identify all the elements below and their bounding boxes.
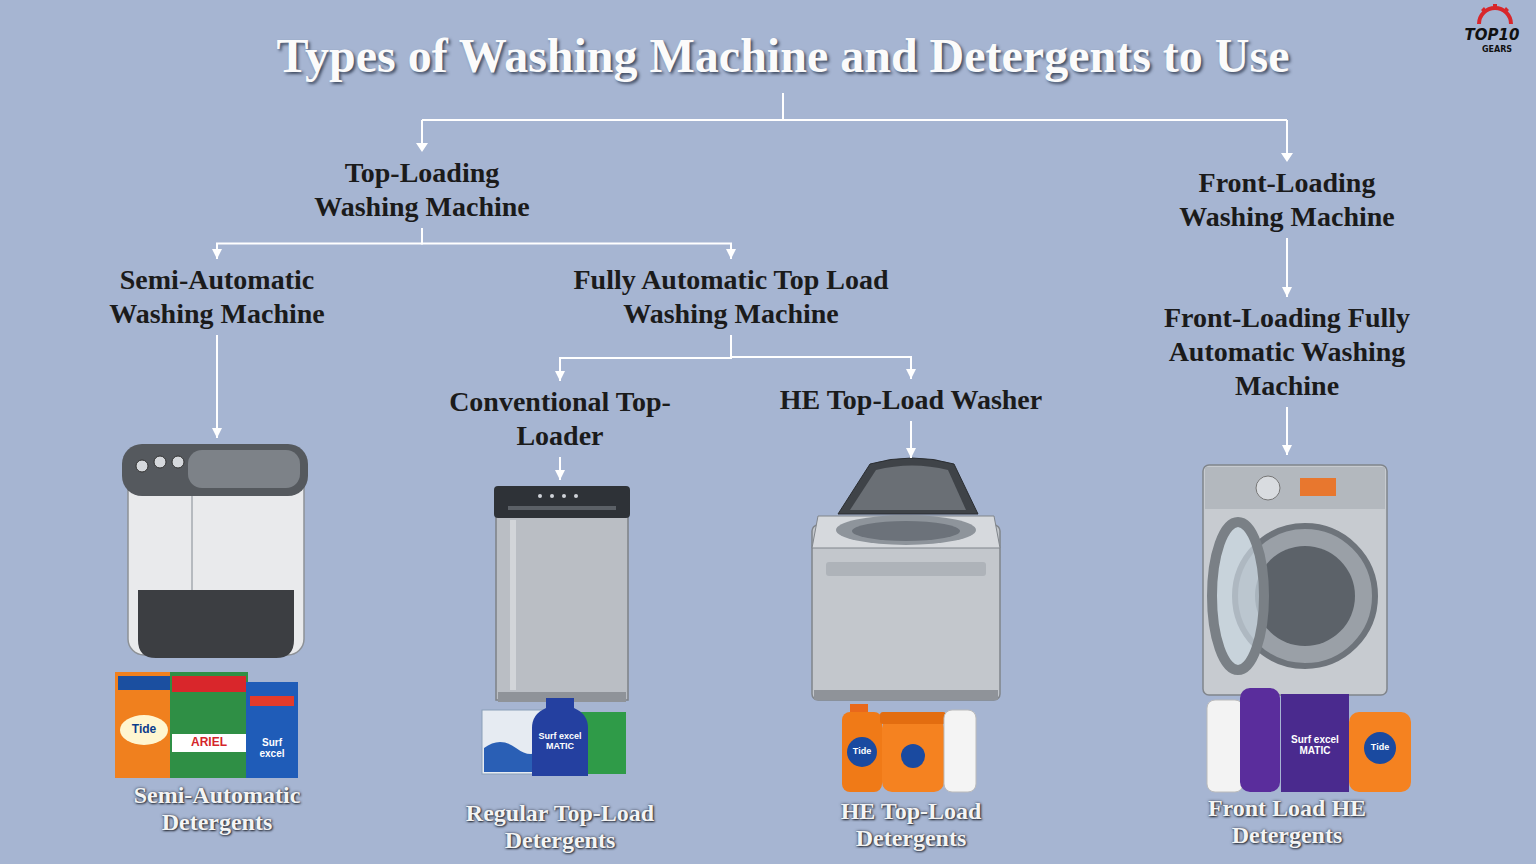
- category-label: Semi-Automatic Washing Machine: [93, 263, 341, 331]
- category-label: Fully Automatic Top Load Washing Machine: [537, 263, 925, 331]
- detergent-pack: [246, 682, 298, 778]
- machine-lid-panel: [188, 450, 300, 488]
- pack-logo-ground: [172, 734, 246, 752]
- machine-drum: [836, 515, 976, 545]
- tree-arrow: [217, 228, 422, 259]
- detergent-label: Front Load HE Detergents: [1166, 795, 1408, 849]
- category-label: HE Top-Load Washer: [747, 383, 1075, 417]
- detergent-group: HE Top-Load Detergents: [786, 458, 1036, 852]
- detergent-label: HE Top-Load Detergents: [790, 798, 1032, 852]
- category-label: Front-Loading Fully Automatic Washing Ma…: [1163, 301, 1411, 403]
- tree-arrow: [216, 335, 218, 438]
- tree-arrow: [1286, 238, 1288, 297]
- category-label: Conventional Top-Loader: [436, 385, 684, 453]
- machine-button: [550, 494, 554, 498]
- pack-logo-ground: [847, 737, 877, 767]
- logo-gear-teeth: [1481, 4, 1509, 13]
- machine-display: [1300, 478, 1336, 496]
- detergent-bottle: [1207, 700, 1243, 792]
- machine-drum: [1255, 546, 1355, 646]
- machine-open-lid: [838, 458, 978, 514]
- detergent-tub: [1349, 712, 1411, 792]
- brand-name: Surf excel MATIC: [535, 732, 585, 752]
- category-label: Front-Loading Washing Machine: [1163, 166, 1411, 234]
- machine-lid-window: [850, 466, 966, 511]
- detergent-pack: [115, 672, 173, 778]
- category-node: Front-Loading Fully Automatic Washing Ma…: [1157, 297, 1417, 407]
- machine-button: [538, 494, 542, 498]
- machine-highlight: [510, 520, 516, 690]
- machine-top-panel: [494, 486, 630, 518]
- machine-body: [496, 510, 628, 700]
- pack-band: [250, 696, 294, 706]
- title-branch-line: [422, 93, 1287, 156]
- tub-logo: [901, 744, 925, 768]
- tree-arrow: [910, 421, 912, 458]
- tree-arrow: [560, 335, 731, 381]
- machine-knob: [1256, 476, 1280, 500]
- category-node: Conventional Top-Loader: [430, 381, 690, 457]
- pack-band: [172, 676, 246, 692]
- machine-knob: [136, 460, 148, 472]
- machine-top-face: [812, 516, 1000, 548]
- tub-lid: [880, 712, 946, 724]
- brand-name: Tide: [1365, 743, 1395, 753]
- tree-arrow: [1286, 407, 1288, 455]
- detergent-label: Semi-Automatic Detergents: [96, 782, 338, 836]
- machine-base: [814, 690, 998, 700]
- brand-name: ARIEL: [173, 736, 245, 749]
- logo-text: TOP10: [1456, 27, 1528, 44]
- pack-band: [118, 676, 170, 690]
- brand-name: Tide: [122, 723, 166, 736]
- pack-logo-ground: [120, 715, 168, 745]
- machine-base: [138, 590, 294, 658]
- detergent-group: Front Load HE Detergents: [1162, 455, 1412, 849]
- logo-text: GEARS: [1472, 46, 1522, 55]
- detergent-bottle: [532, 698, 588, 776]
- title-branch-arrowhead: [416, 143, 1293, 162]
- detergent-pack: [170, 672, 248, 778]
- category-label: Top-Loading Washing Machine: [298, 156, 546, 224]
- machine-body: [1203, 465, 1387, 695]
- brand-name: Tide: [848, 747, 876, 757]
- category-node: Front-Loading Washing Machine: [1157, 162, 1417, 238]
- machine-button: [574, 494, 578, 498]
- detergent-group: Semi-Automatic Detergents: [92, 438, 342, 836]
- machine-button: [562, 494, 566, 498]
- category-node: Fully Automatic Top Load Washing Machine: [531, 259, 931, 335]
- machine-knob: [154, 456, 166, 468]
- machine-control-panel: [1205, 467, 1385, 509]
- brand-name: Surf excel MATIC: [1283, 734, 1347, 756]
- machine-drum-inner: [852, 521, 960, 541]
- pack-logo-ground: [1364, 732, 1396, 764]
- machine-control-panel: [826, 562, 986, 576]
- detergent-label: Regular Top-Load Detergents: [439, 800, 681, 854]
- detergent-tub: [882, 718, 944, 792]
- machine-body: [812, 525, 1000, 700]
- category-node: Top-Loading Washing Machine: [292, 152, 552, 228]
- tree-arrow: [731, 335, 911, 379]
- tree-arrow: [422, 228, 731, 259]
- detergent-bottle: [1240, 688, 1280, 792]
- detergent-group: Regular Top-Load Detergents: [435, 480, 685, 854]
- category-node: HE Top-Load Washer: [741, 379, 1081, 421]
- tree-arrow: [559, 457, 561, 480]
- brand-name: Surf excel: [249, 737, 295, 759]
- machine-lid: [122, 444, 308, 496]
- machine-knob: [172, 456, 184, 468]
- detergent-bottle: [842, 712, 882, 792]
- detergent-box: [1281, 694, 1349, 792]
- machine-open-door: [1212, 522, 1264, 670]
- category-node: Semi-Automatic Washing Machine: [87, 259, 347, 335]
- machine-lid-slit: [508, 506, 616, 510]
- detergent-bottle: [944, 710, 976, 792]
- diagram-title: Types of Washing Machine and Detergents …: [30, 28, 1536, 84]
